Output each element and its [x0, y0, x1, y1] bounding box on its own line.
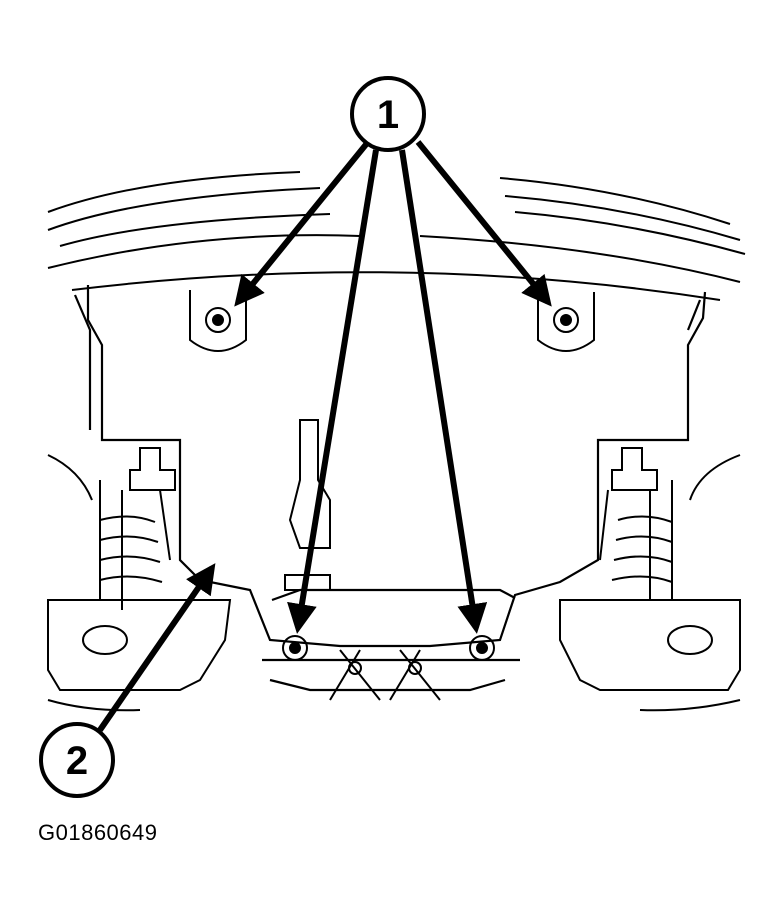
arc-lines: [47, 171, 746, 301]
callout-2-label: 2: [66, 739, 88, 783]
callout-2-arrow: [97, 563, 216, 732]
underbody-shield: [73, 285, 707, 692]
callout-2: 2: [39, 722, 115, 798]
callout-1-label: 1: [377, 93, 399, 137]
callout-1: 1: [350, 76, 426, 152]
figure-id: G01860649: [38, 820, 158, 845]
callout-1-arrows: [234, 140, 552, 634]
center-bracket: [284, 419, 441, 701]
lower-bolt-right: [469, 635, 495, 661]
lower-bolt-left: [282, 635, 308, 661]
right-suspension: [559, 447, 741, 712]
left-suspension: [47, 447, 232, 712]
upper-bolt-boss-right: [537, 292, 595, 352]
upper-bolt-boss-left: [189, 290, 247, 352]
